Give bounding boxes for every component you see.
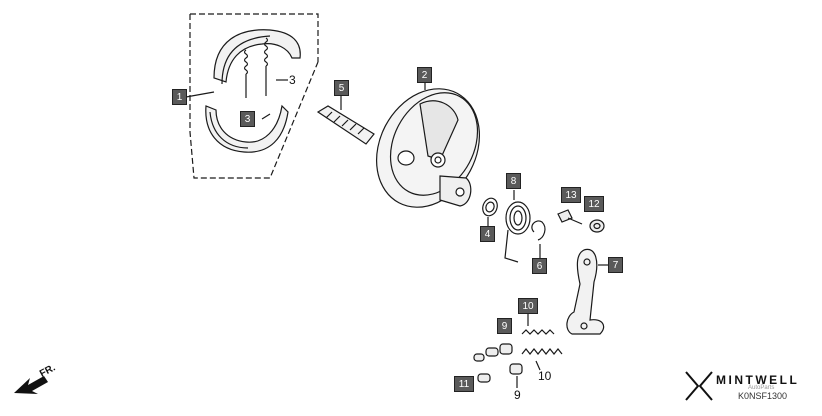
pivot-pin-3 (477, 373, 491, 383)
callout-10-text: 10 (538, 369, 552, 383)
brake-arm (566, 248, 605, 335)
shoe-group-dashed-frame (190, 13, 319, 62)
spring-upper (521, 329, 555, 335)
camshaft (316, 96, 375, 145)
pivot-pin-2 (485, 347, 499, 357)
bolt (557, 209, 583, 225)
collar-2 (509, 363, 523, 375)
diagram-code: K0NSF1300 (738, 391, 788, 401)
callout-10-box: 10 (518, 298, 538, 314)
retaining-clip (531, 220, 546, 241)
callout-8: 8 (506, 173, 521, 189)
return-spring (504, 190, 531, 263)
callout-1: 1 (172, 89, 187, 105)
callout-12: 12 (584, 196, 604, 212)
callout-7: 7 (608, 257, 623, 273)
shoe-spring-1 (243, 49, 249, 98)
callout-11: 11 (454, 376, 474, 392)
callout-5: 5 (334, 80, 349, 96)
callout-9-text: 9 (514, 388, 521, 402)
collar-1 (499, 343, 513, 355)
callout-13: 13 (561, 187, 581, 203)
callout-4: 4 (480, 226, 495, 242)
brake-shoe-upper (213, 29, 301, 83)
front-arrow-icon (14, 376, 48, 394)
callout-9-box: 9 (497, 318, 512, 334)
callout-6: 6 (532, 258, 547, 274)
mintwell-logo-icon (685, 371, 713, 401)
shoe-spring-2 (263, 37, 269, 96)
pivot-pin-1 (473, 353, 485, 362)
brand-watermark: AutoParts (748, 385, 775, 391)
callout-2: 2 (417, 67, 432, 83)
seal-ring (482, 197, 498, 217)
nut (589, 219, 605, 233)
spring-lower (521, 348, 563, 355)
callout-3-box: 3 (240, 111, 255, 127)
callout-3-text: 3 (289, 73, 296, 87)
brake-panel (375, 82, 481, 208)
brake-shoe-lower (205, 104, 289, 153)
brand-name: MINTWELL (716, 373, 800, 387)
